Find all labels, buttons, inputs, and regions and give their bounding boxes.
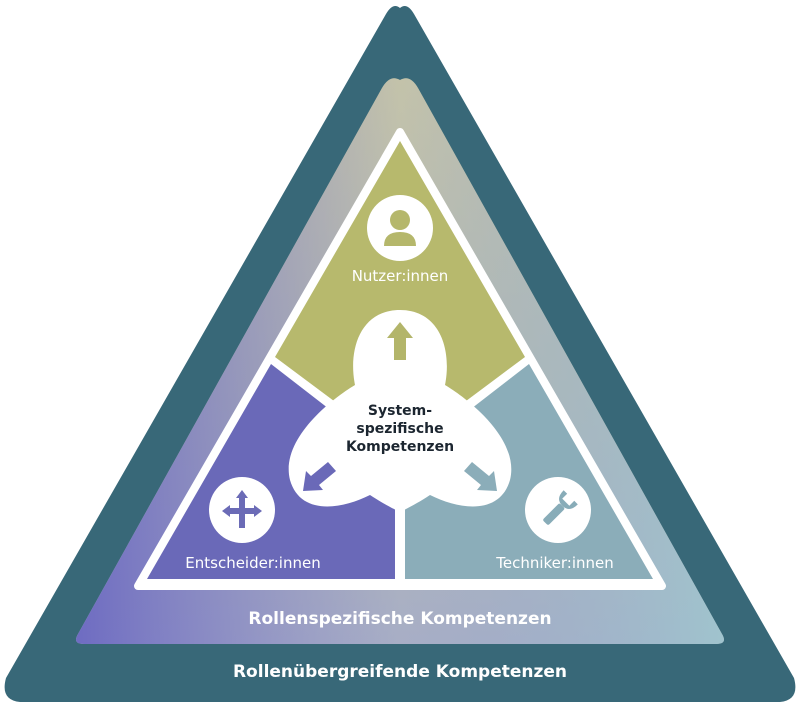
role-label-right: Techniker:innen <box>495 554 614 572</box>
role-label-top: Nutzer:innen <box>352 267 449 285</box>
role-label-left: Entscheider:innen <box>185 554 320 572</box>
person-icon <box>367 195 433 261</box>
middle-band-label: Rollenspezifische Kompetenzen <box>248 609 551 629</box>
center-label-line2: spezifische <box>356 421 443 437</box>
sector-top <box>275 141 525 404</box>
arrow-down-left-icon <box>303 462 336 491</box>
center-label-line1: System- <box>368 403 432 419</box>
center-label-line3: Kompetenzen <box>346 439 454 455</box>
arrow-down-right-icon <box>464 462 497 491</box>
crossroads-arrows-icon <box>209 477 275 543</box>
center-trefoil-shape <box>288 310 512 512</box>
wrench-icon <box>525 477 591 543</box>
arrow-up-icon <box>387 322 413 360</box>
outer-band-label: Rollenübergreifende Kompetenzen <box>233 662 567 682</box>
